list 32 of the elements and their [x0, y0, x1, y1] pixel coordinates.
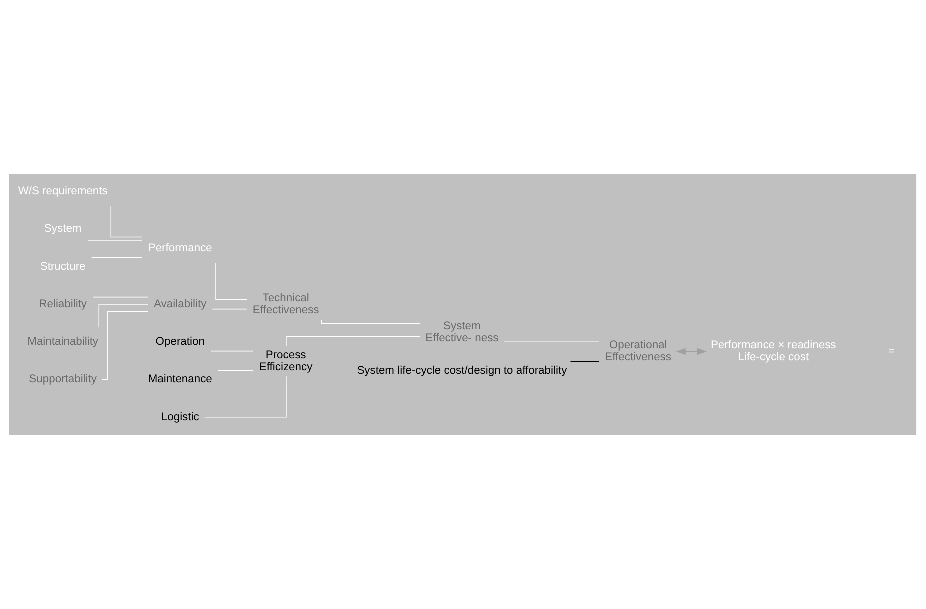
connector: [212, 308, 248, 310]
node-text: Maintainability: [28, 336, 99, 348]
node-text: W/S requirements: [18, 186, 108, 198]
connector: [92, 296, 149, 298]
node-text: Availability: [154, 298, 207, 310]
connector: [98, 304, 149, 328]
arrow: [676, 348, 707, 356]
connector: [216, 262, 248, 300]
label: =: [888, 346, 895, 358]
connector: [570, 361, 600, 362]
connector: [204, 376, 287, 418]
connector: [110, 206, 143, 238]
connector: [321, 320, 420, 324]
node-text: Logistic: [161, 411, 200, 424]
connector: [218, 370, 254, 372]
node-text: Performance × readiness Life-cycle cost: [710, 340, 836, 364]
connector: [91, 257, 143, 258]
node-text: Supportability: [29, 374, 97, 386]
node-text: Reliability: [39, 298, 88, 310]
node-text: Technical Effectiveness: [252, 292, 320, 316]
connector: [504, 342, 600, 343]
connector: [210, 350, 254, 352]
node-text: System Effective- ness: [426, 320, 499, 344]
node-text: Structure: [40, 260, 86, 273]
node-text: System life-cycle cost/design to afforability: [357, 364, 568, 377]
node-text: Operation: [156, 336, 205, 348]
node-text: Process Efficizency: [259, 349, 313, 374]
node-text: Maintenance: [148, 374, 212, 386]
node-text: Operational Effectiveness: [605, 340, 672, 364]
node-text: Performance: [148, 242, 212, 254]
connector: [88, 240, 143, 241]
node-text: System: [44, 223, 82, 236]
